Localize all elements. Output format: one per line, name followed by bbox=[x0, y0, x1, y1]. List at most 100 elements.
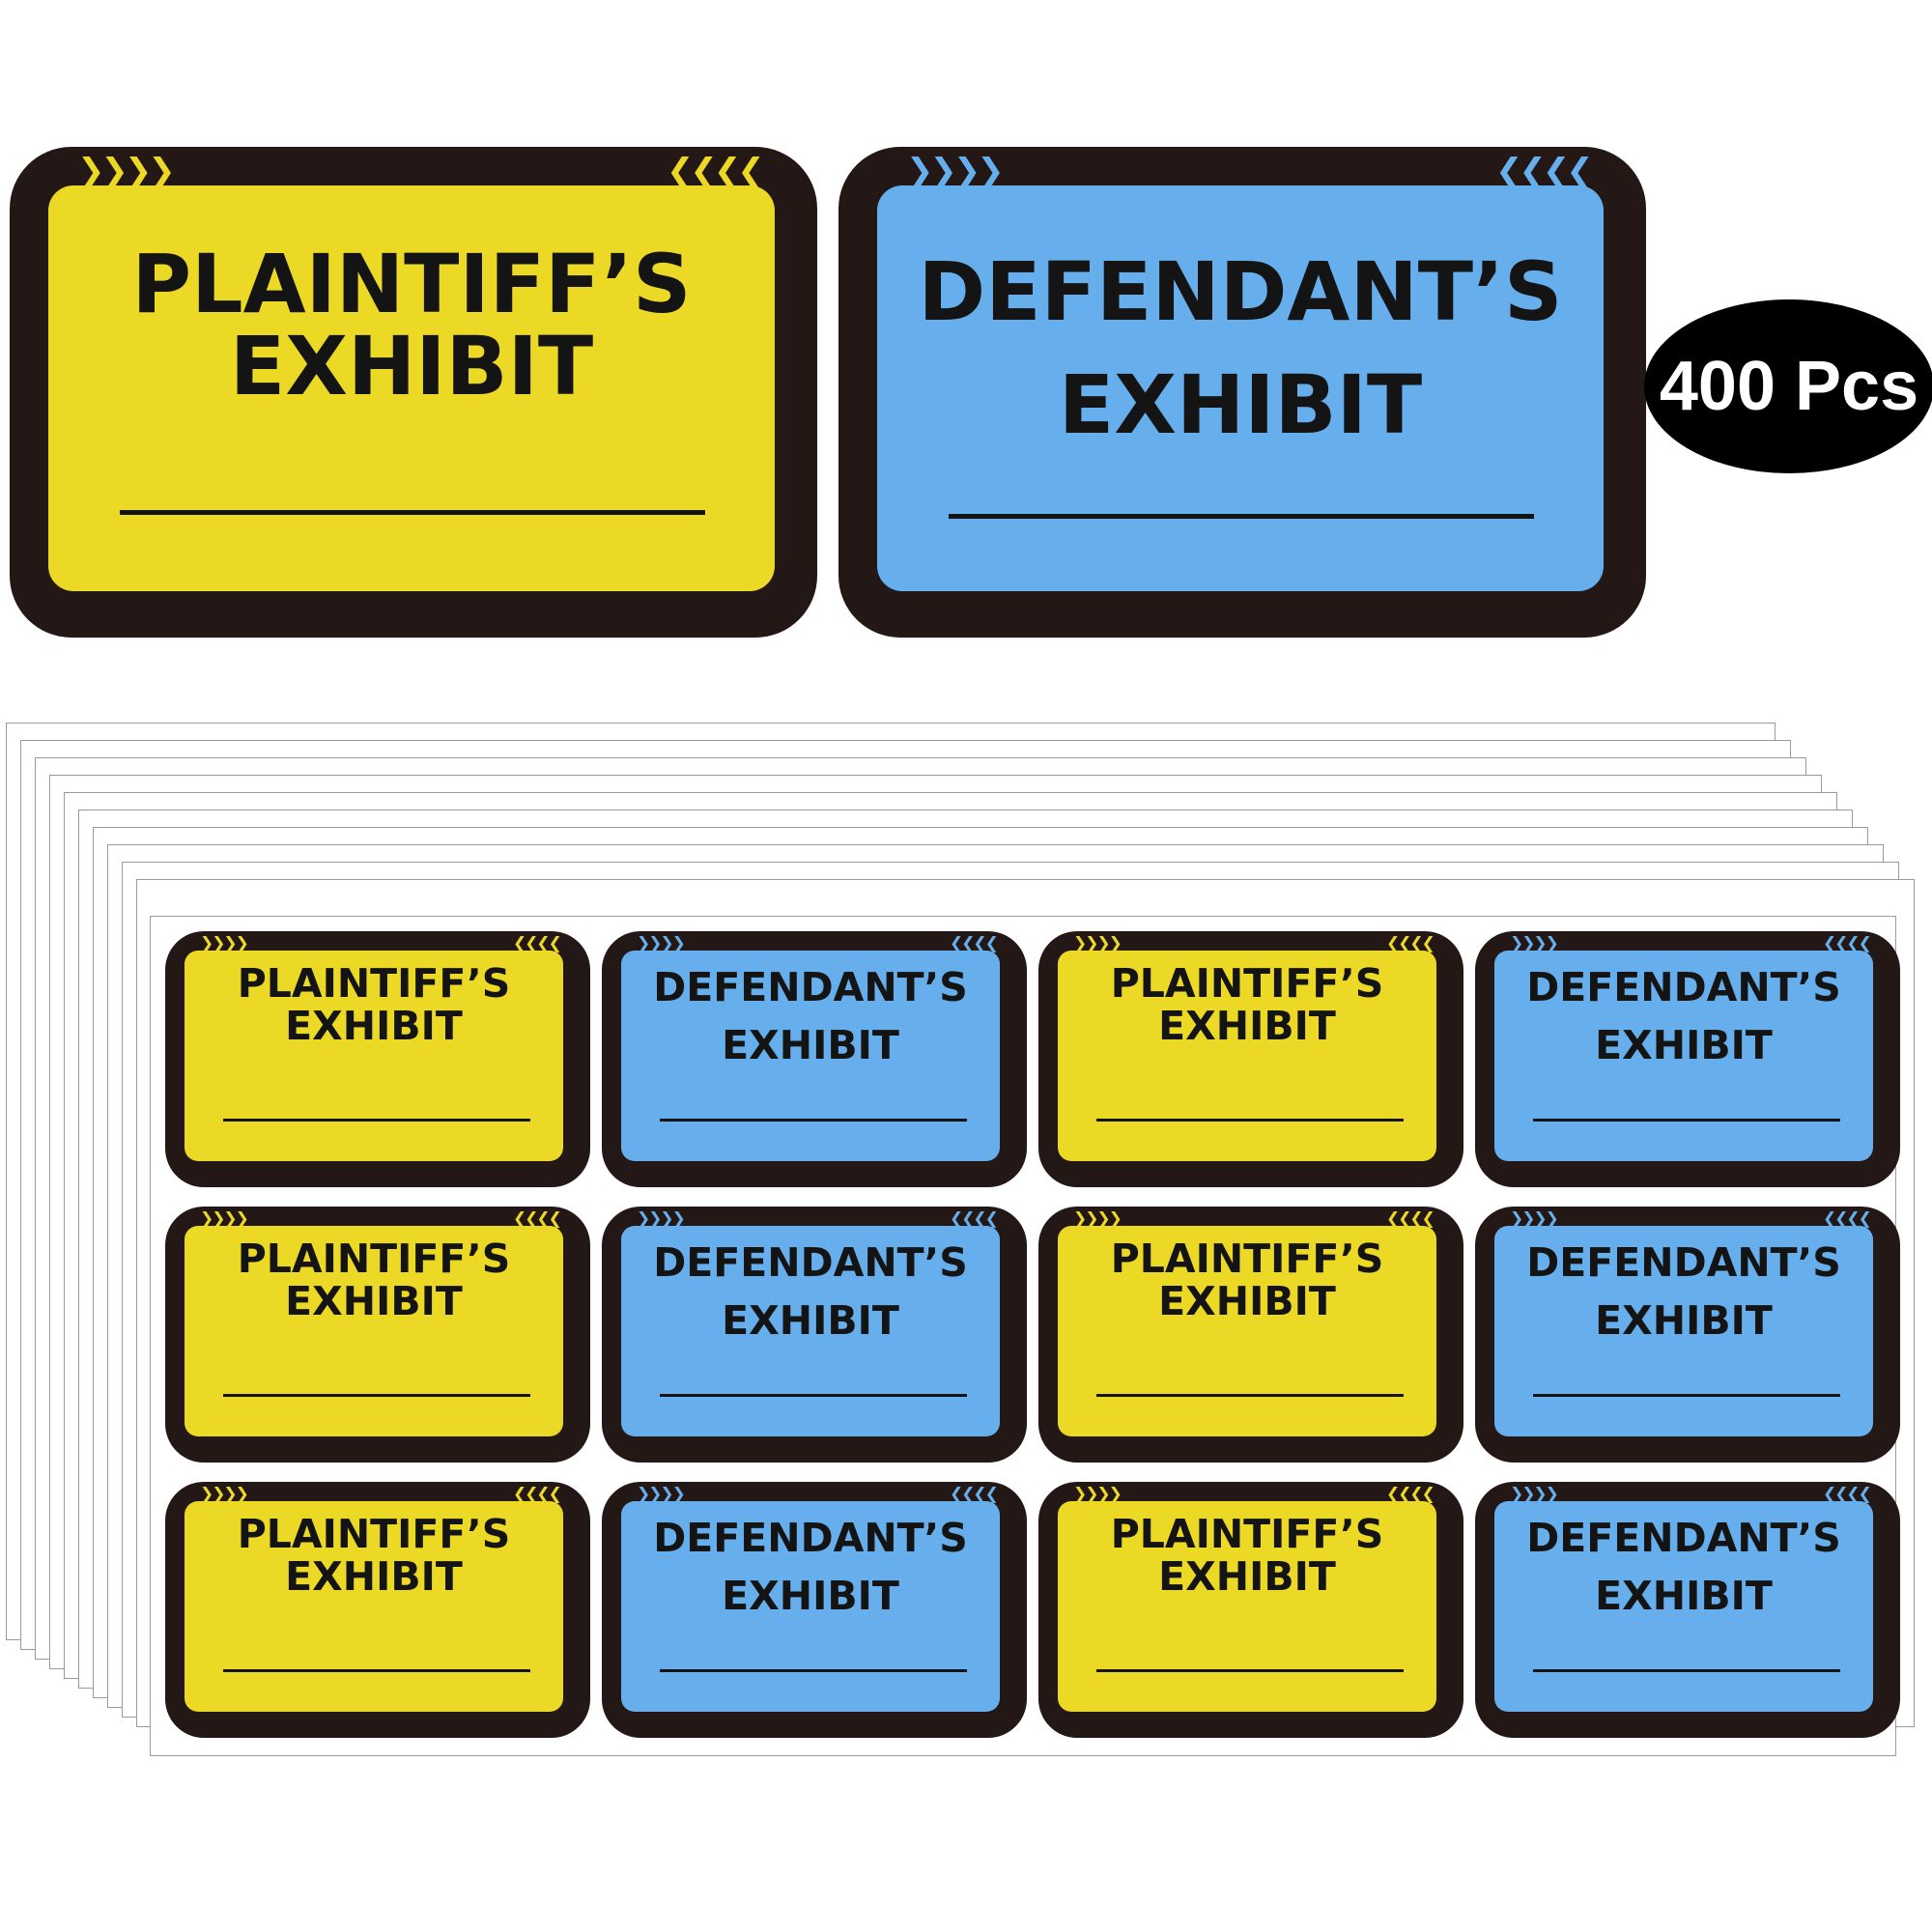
label-title-line2: EXHIBIT bbox=[229, 319, 594, 413]
label-face: DEFENDANT’S EXHIBIT bbox=[621, 1501, 1000, 1712]
chevron-arrows-icon: ❮❮❮❮ bbox=[667, 152, 765, 190]
chevron-arrows-icon: ❯❯❯❯ bbox=[1510, 1209, 1559, 1229]
label-title-line1: PLAINTIFF’S bbox=[131, 237, 692, 331]
chevron-arrows-icon: ❮❮❮❮ bbox=[513, 1485, 562, 1504]
chevron-arrows-icon: ❮❮❮❮ bbox=[1823, 1209, 1872, 1229]
chevron-arrows-icon: ❮❮❮❮ bbox=[1495, 152, 1594, 190]
label-title-line1: DEFENDANT’S bbox=[653, 1239, 968, 1286]
defendant-exhibit-label: ❯❯❯❯ ❮❮❮❮ DEFENDANT’S EXHIBIT bbox=[602, 1207, 1027, 1463]
chevron-arrows-icon: ❯❯❯❯ bbox=[637, 1485, 686, 1504]
label-face: DEFENDANT’S EXHIBIT bbox=[621, 1226, 1000, 1436]
label-title-line1: DEFENDANT’S bbox=[918, 244, 1563, 339]
label-title-line2: EXHIBIT bbox=[285, 1003, 463, 1049]
label-title-line1: PLAINTIFF’S bbox=[1110, 1236, 1384, 1282]
plaintiff-exhibit-label-large: ❯❯❯❯ ❮❮❮❮ PLAINTIFF’S EXHIBIT bbox=[10, 147, 817, 638]
label-title-line1: PLAINTIFF’S bbox=[1110, 960, 1384, 1007]
defendant-exhibit-label: ❯❯❯❯ ❮❮❮❮ DEFENDANT’S EXHIBIT bbox=[602, 1482, 1027, 1738]
chevron-arrows-icon: ❯❯❯❯ bbox=[200, 934, 249, 953]
chevron-arrows-icon: ❯❯❯❯ bbox=[77, 152, 176, 190]
chevron-arrows-icon: ❯❯❯❯ bbox=[1510, 934, 1559, 953]
chevron-arrows-icon: ❯❯❯❯ bbox=[906, 152, 1005, 190]
label-title-line2: EXHIBIT bbox=[1158, 1003, 1336, 1049]
chevron-arrows-icon: ❯❯❯❯ bbox=[1510, 1485, 1559, 1504]
chevron-arrows-icon: ❮❮❮❮ bbox=[1386, 934, 1435, 953]
label-title-line2: EXHIBIT bbox=[722, 1022, 899, 1068]
chevron-arrows-icon: ❯❯❯❯ bbox=[1073, 934, 1122, 953]
label-title-line2: EXHIBIT bbox=[1058, 357, 1423, 452]
label-title-line2: EXHIBIT bbox=[1595, 1573, 1773, 1619]
write-in-line bbox=[1533, 1119, 1840, 1122]
label-face: DEFENDANT’S EXHIBIT bbox=[1494, 1501, 1873, 1712]
chevron-arrows-icon: ❮❮❮❮ bbox=[1386, 1485, 1435, 1504]
chevron-arrows-icon: ❮❮❮❮ bbox=[1386, 1209, 1435, 1229]
quantity-badge: 400 Pcs bbox=[1644, 299, 1932, 473]
label-face: PLAINTIFF’S EXHIBIT bbox=[48, 185, 775, 591]
write-in-line bbox=[660, 1669, 967, 1672]
label-face: DEFENDANT’S EXHIBIT bbox=[1494, 1226, 1873, 1436]
write-in-line bbox=[1533, 1394, 1840, 1397]
label-title-line1: DEFENDANT’S bbox=[1526, 1515, 1841, 1561]
label-title-line2: EXHIBIT bbox=[1158, 1553, 1336, 1600]
chevron-arrows-icon: ❮❮❮❮ bbox=[1823, 1485, 1872, 1504]
write-in-line bbox=[120, 510, 705, 515]
write-in-line bbox=[660, 1394, 967, 1397]
label-title-line1: PLAINTIFF’S bbox=[237, 1236, 511, 1282]
label-face: DEFENDANT’S EXHIBIT bbox=[1494, 951, 1873, 1161]
defendant-exhibit-label: ❯❯❯❯ ❮❮❮❮ DEFENDANT’S EXHIBIT bbox=[1475, 931, 1900, 1187]
defendant-exhibit-label: ❯❯❯❯ ❮❮❮❮ DEFENDANT’S EXHIBIT bbox=[1475, 1207, 1900, 1463]
label-title-line2: EXHIBIT bbox=[722, 1573, 899, 1619]
chevron-arrows-icon: ❯❯❯❯ bbox=[1073, 1209, 1122, 1229]
label-title-line2: EXHIBIT bbox=[285, 1553, 463, 1600]
chevron-arrows-icon: ❮❮❮❮ bbox=[1823, 934, 1872, 953]
write-in-line bbox=[223, 1394, 530, 1397]
label-title-line2: EXHIBIT bbox=[1595, 1297, 1773, 1344]
label-title-line2: EXHIBIT bbox=[1595, 1022, 1773, 1068]
label-title-line1: DEFENDANT’S bbox=[1526, 964, 1841, 1010]
write-in-line bbox=[660, 1119, 967, 1122]
label-title-line2: EXHIBIT bbox=[1158, 1278, 1336, 1324]
label-face: DEFENDANT’S EXHIBIT bbox=[877, 185, 1604, 591]
label-title-line1: PLAINTIFF’S bbox=[237, 1511, 511, 1557]
write-in-line bbox=[1096, 1119, 1404, 1122]
label-title-line2: EXHIBIT bbox=[285, 1278, 463, 1324]
write-in-line bbox=[1533, 1669, 1840, 1672]
chevron-arrows-icon: ❮❮❮❮ bbox=[513, 934, 562, 953]
label-title-line1: DEFENDANT’S bbox=[653, 1515, 968, 1561]
chevron-arrows-icon: ❮❮❮❮ bbox=[950, 1485, 999, 1504]
defendant-exhibit-label-large: ❯❯❯❯ ❮❮❮❮ DEFENDANT’S EXHIBIT bbox=[838, 147, 1646, 638]
write-in-line bbox=[949, 514, 1534, 519]
chevron-arrows-icon: ❮❮❮❮ bbox=[513, 1209, 562, 1229]
label-title-line1: PLAINTIFF’S bbox=[237, 960, 511, 1007]
write-in-line bbox=[1096, 1394, 1404, 1397]
chevron-arrows-icon: ❯❯❯❯ bbox=[200, 1485, 249, 1504]
label-face: DEFENDANT’S EXHIBIT bbox=[621, 951, 1000, 1161]
chevron-arrows-icon: ❮❮❮❮ bbox=[950, 1209, 999, 1229]
chevron-arrows-icon: ❯❯❯❯ bbox=[1073, 1485, 1122, 1504]
write-in-line bbox=[1096, 1669, 1404, 1672]
label-title-line2: EXHIBIT bbox=[722, 1297, 899, 1344]
label-title-line1: DEFENDANT’S bbox=[653, 964, 968, 1010]
chevron-arrows-icon: ❯❯❯❯ bbox=[637, 934, 686, 953]
defendant-exhibit-label: ❯❯❯❯ ❮❮❮❮ DEFENDANT’S EXHIBIT bbox=[602, 931, 1027, 1187]
chevron-arrows-icon: ❯❯❯❯ bbox=[637, 1209, 686, 1229]
chevron-arrows-icon: ❮❮❮❮ bbox=[950, 934, 999, 953]
label-title-line1: PLAINTIFF’S bbox=[1110, 1511, 1384, 1557]
write-in-line bbox=[223, 1119, 530, 1122]
defendant-exhibit-label: ❯❯❯❯ ❮❮❮❮ DEFENDANT’S EXHIBIT bbox=[1475, 1482, 1900, 1738]
chevron-arrows-icon: ❯❯❯❯ bbox=[200, 1209, 249, 1229]
label-title-line1: DEFENDANT’S bbox=[1526, 1239, 1841, 1286]
write-in-line bbox=[223, 1669, 530, 1672]
